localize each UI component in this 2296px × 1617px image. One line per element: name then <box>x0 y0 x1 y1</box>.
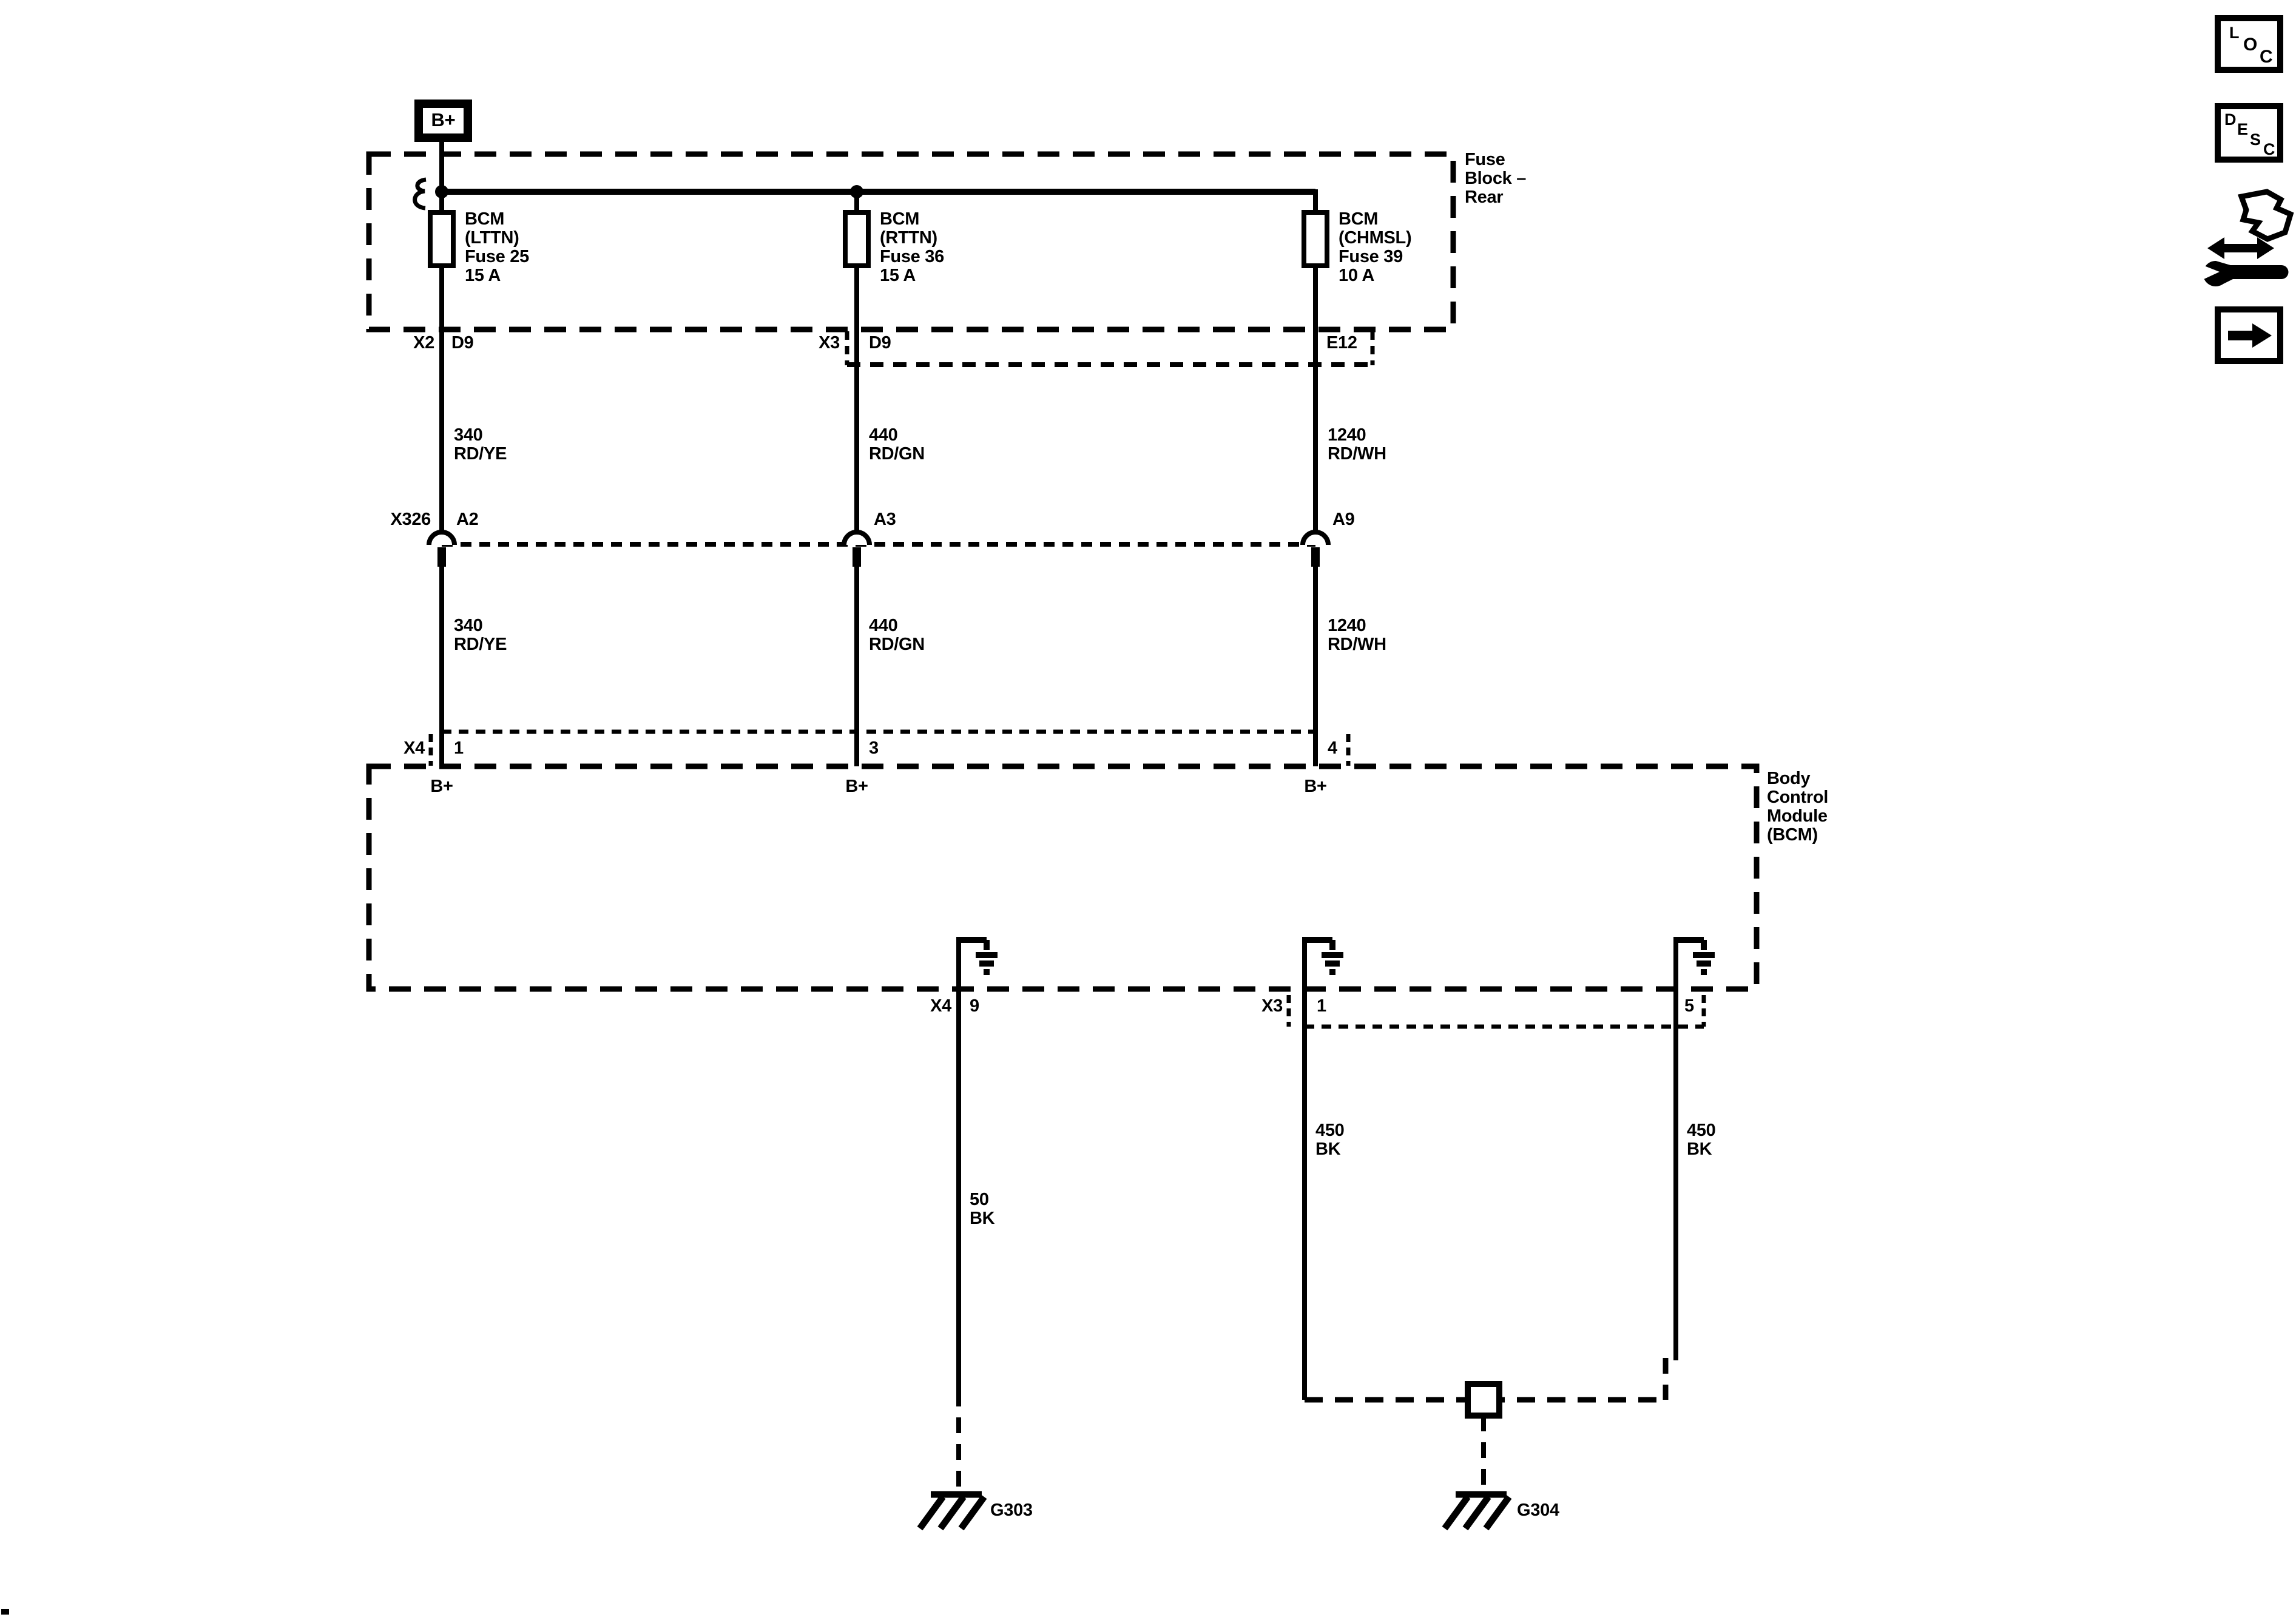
pin-4-label: 4 <box>1328 738 1337 758</box>
desc-button[interactable]: D E S C <box>2215 103 2283 163</box>
connector-tools-icon[interactable] <box>2203 189 2294 286</box>
fuse-39-symbol <box>1302 210 1329 268</box>
bus-feed-hook-symbol <box>413 177 427 211</box>
bcm-bplus-label-1: B+ <box>430 777 453 796</box>
next-button[interactable] <box>2215 306 2283 364</box>
x326-terminal-a3 <box>853 547 861 567</box>
bcm-internal-ground-3 <box>1673 937 1715 989</box>
x326-terminal-a9 <box>1311 547 1320 567</box>
pin-3-label: 3 <box>869 738 879 758</box>
bcm-internal-ground-1 <box>956 937 998 989</box>
connector-x4-bottom-label: X4 <box>930 996 951 1016</box>
desc-letter-s: S <box>2250 130 2261 149</box>
bcm-bplus-label-2: B+ <box>845 777 868 796</box>
connector-x3-label: X3 <box>819 333 840 353</box>
pin-d9-mid-label: D9 <box>869 333 891 353</box>
desc-letter-d: D <box>2224 110 2237 129</box>
right-arrow-icon <box>2228 323 2272 348</box>
desc-letter-e: E <box>2237 120 2249 138</box>
pin-5-label: 5 <box>1684 996 1694 1016</box>
fuse-block-dashed-box <box>366 151 1456 333</box>
fuse-block-title: Fuse Block – Rear <box>1465 150 1527 207</box>
bcm-title: Body Control Module (BCM) <box>1767 769 1828 845</box>
fuse-25-symbol <box>428 210 456 268</box>
pin-e12-label: E12 <box>1326 333 1357 353</box>
battery-positive-label: B+ <box>431 109 456 130</box>
bcm-dashed-box <box>366 763 1760 992</box>
stray-mark <box>1 1609 9 1615</box>
connector-x326-label: X326 <box>390 510 431 529</box>
pin-1-bottom-label: 1 <box>1317 996 1326 1016</box>
loc-letter-c: C <box>2260 47 2273 67</box>
bcm-bplus-label-3: B+ <box>1304 777 1327 796</box>
pin-d9-left-label: D9 <box>451 333 474 353</box>
battery-positive-box <box>414 100 472 142</box>
fuse-36-label: BCM (RTTN) Fuse 36 15 A <box>880 209 944 285</box>
ground-g304-label: G304 <box>1517 1501 1559 1520</box>
fuse-39-label: BCM (CHMSL) Fuse 39 10 A <box>1339 209 1412 285</box>
g304-ground-symbol <box>1442 1491 1512 1531</box>
connector-x2-label: X2 <box>413 333 434 353</box>
desc-letter-c: C <box>2263 140 2275 158</box>
pin-a2-label: A2 <box>456 510 479 529</box>
bcm-internal-ground-2 <box>1302 937 1343 989</box>
pin-a9-label: A9 <box>1332 510 1355 529</box>
g303-ground-symbol <box>917 1491 987 1531</box>
ground-splice-block <box>1465 1381 1502 1419</box>
loc-letter-o: O <box>2243 35 2258 55</box>
pin-1-label: 1 <box>454 738 464 758</box>
ground-g303-label: G303 <box>990 1501 1033 1520</box>
fuse-25-label: BCM (LTTN) Fuse 25 15 A <box>465 209 529 285</box>
x326-dome-a9 <box>1300 530 1331 545</box>
x326-terminal-a2 <box>437 547 446 567</box>
connector-x4-top-label: X4 <box>403 738 425 758</box>
loc-button[interactable]: L O C <box>2215 15 2283 73</box>
connector-x3-bottom-label: X3 <box>1261 996 1283 1016</box>
fuse-36-symbol <box>843 210 871 268</box>
x326-dome-a3 <box>842 530 872 545</box>
pin-9-label: 9 <box>970 996 979 1016</box>
pin-a3-label: A3 <box>874 510 896 529</box>
loc-letter-l: L <box>2229 24 2240 42</box>
x326-dome-a2 <box>427 530 457 545</box>
